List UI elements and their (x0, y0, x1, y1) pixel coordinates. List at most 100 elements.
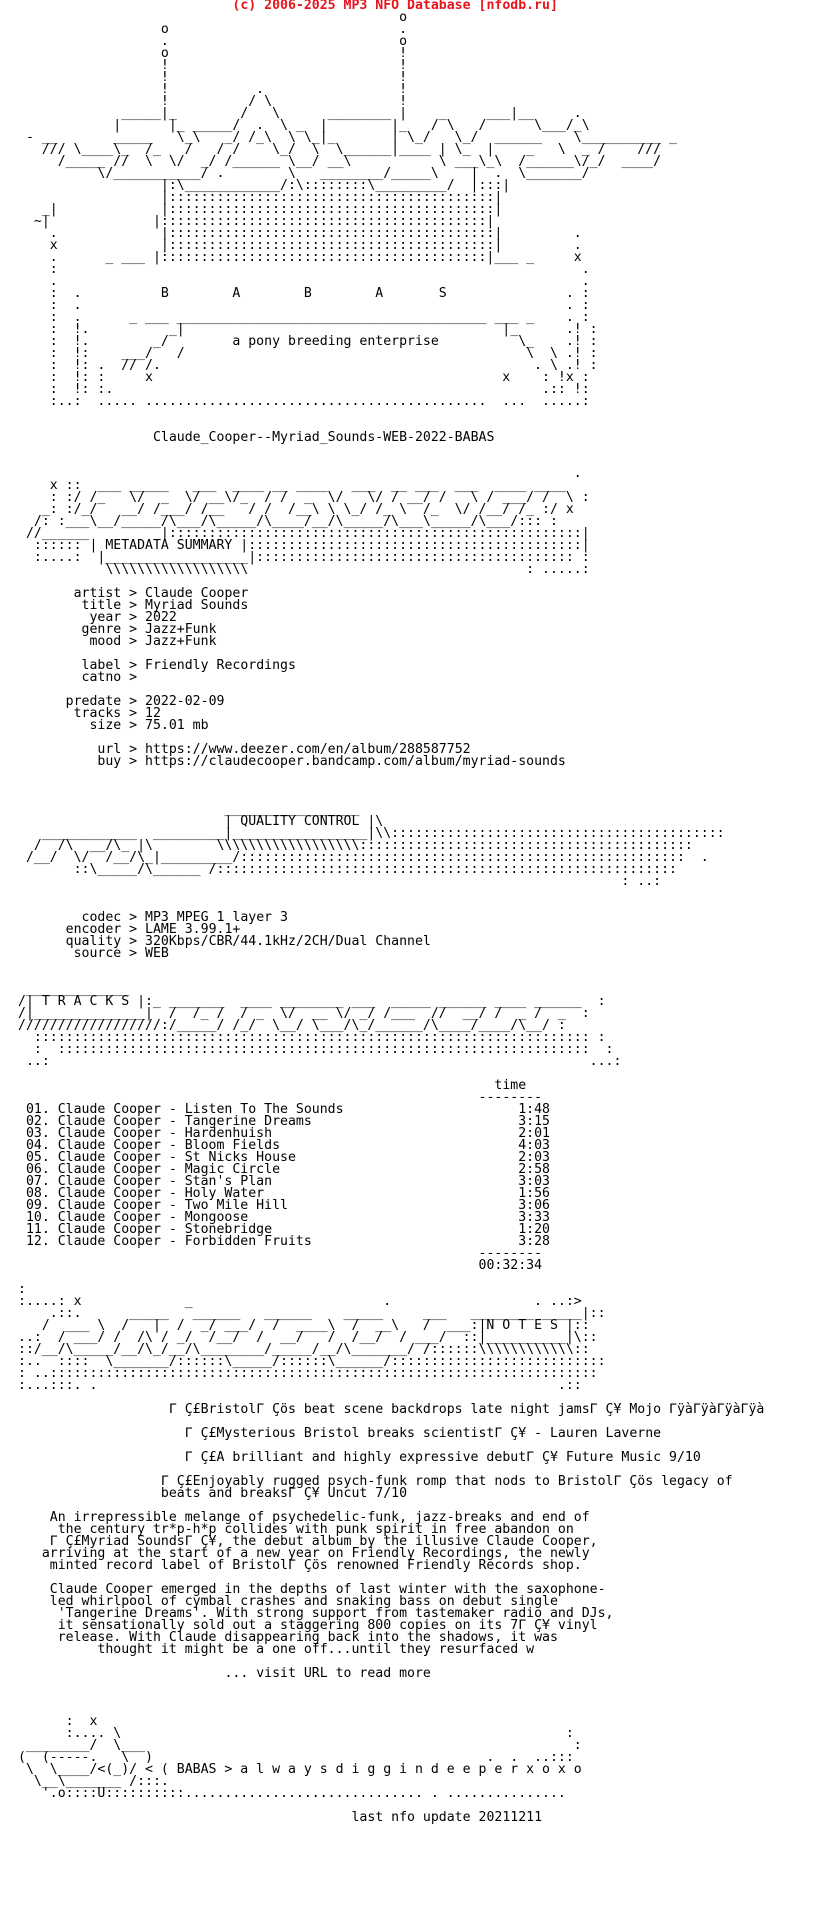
tracklist: 01. Claude Cooper - Listen To The Sounds… (18, 1102, 764, 1249)
track-row: 11. Claude Cooper - Stonebridge 1:20 (18, 1222, 764, 1237)
field-value: Friendly Recordings (145, 658, 296, 673)
field-label: genre (18, 622, 122, 637)
notes-quote-3: Γ Ç£A brilliant and highly expressive de… (184, 1450, 701, 1465)
notes-quote-4: Γ Ç£Enjoyably rugged psych-funk romp tha… (160, 1474, 733, 1501)
track-row: 12. Claude Cooper - Forbidden Fruits 3:2… (18, 1234, 764, 1249)
field-value: Myriad Sounds (145, 598, 249, 613)
field-predate: predate > 2022-02-09 (18, 694, 225, 709)
track-time: 1:56 (518, 1186, 550, 1201)
metadata-summary-header: . x :: ___ _____ ___ ____ __ ____ ___ __… (25, 466, 590, 577)
field-label: size (18, 718, 122, 733)
field-size: size > 75.01 mb (18, 718, 209, 733)
track-time: 2:58 (518, 1162, 550, 1177)
track-time: 2:01 (518, 1126, 550, 1141)
track-row: 05. Claude Cooper - St Nicks House 2:03 (18, 1150, 764, 1165)
field-title: title > Myriad Sounds (18, 598, 249, 613)
track-time: 3:06 (518, 1198, 550, 1213)
nfodb-credit: (c) 2006-2025 MP3 NFO Database [nfodb.ru… (232, 0, 558, 13)
field-buy[interactable]: buy > https://claudecooper.bandcamp.com/… (18, 754, 566, 769)
track-time: 3:28 (518, 1234, 550, 1249)
field-artist: artist > Claude Cooper (18, 586, 249, 601)
track-row: 07. Claude Cooper - Stan's Plan 3:03 (18, 1174, 764, 1189)
field-url[interactable]: url > https://www.deezer.com/en/album/28… (18, 742, 471, 757)
field-label: label > Friendly Recordings (18, 658, 296, 673)
field-value: Jazz+Funk (145, 634, 217, 649)
track-title: 05. Claude Cooper - St Nicks House (18, 1150, 519, 1165)
track-time: 4:03 (518, 1138, 550, 1153)
field-label: year (18, 610, 122, 625)
track-row: 10. Claude Cooper - Mongoose 3:33 (18, 1210, 764, 1225)
field-genre: genre > Jazz+Funk (18, 622, 217, 637)
field-value: MP3 MPEG 1 layer 3 (145, 910, 288, 925)
field-value: Jazz+Funk (145, 622, 217, 637)
track-title: 11. Claude Cooper - Stonebridge (18, 1222, 519, 1237)
notes-quote-1: Γ Ç£BristolΓ Çös beat scene backdrops la… (168, 1402, 765, 1417)
footer-ascii-art: : x :.... \ : ________/ \___ : ( (-----.… (18, 1714, 582, 1801)
field-label: buy (18, 754, 122, 769)
track-title: 02. Claude Cooper - Tangerine Dreams (18, 1114, 519, 1129)
field-value: 2022-02-09 (145, 694, 225, 709)
notes-header: : :....: x _ . . ..:> .::. _____ ______ … (18, 1282, 606, 1393)
field-year: year > 2022 (18, 610, 177, 625)
track-time: 3:33 (518, 1210, 550, 1225)
field-value: 75.01 mb (145, 718, 209, 733)
field-label: tracks (18, 706, 122, 721)
field-label: label (18, 658, 122, 673)
track-title: 12. Claude Cooper - Forbidden Fruits (18, 1234, 519, 1249)
field-quality: quality > 320Kbps/CBR/44.1kHz/2CH/Dual C… (18, 934, 431, 949)
track-time: 1:20 (518, 1222, 550, 1237)
field-codec: codec > MP3 MPEG 1 layer 3 (18, 910, 288, 925)
field-label: quality (18, 934, 122, 949)
field-value: https://www.deezer.com/en/album/28858775… (145, 742, 471, 757)
field-label: source (18, 946, 122, 961)
field-encoder: encoder > LAME 3.99.1+ (18, 922, 241, 937)
field-label: title (18, 598, 122, 613)
track-title: 06. Claude Cooper - Magic Circle (18, 1162, 519, 1177)
field-value: Claude Cooper (145, 586, 249, 601)
tracks-header: _____________ /| T R A C K S |:_ _______… (18, 982, 622, 1069)
tracklist-total-time: 00:32:34 (478, 1258, 543, 1273)
field-catno: catno > (18, 670, 146, 685)
track-time: 3:15 (518, 1114, 550, 1129)
babas-ascii-logo: o o . . o o ! ! (25, 10, 677, 409)
track-time: 1:48 (518, 1102, 550, 1117)
notes-paragraph-2: Claude Cooper emerged in the depths of l… (49, 1582, 614, 1657)
field-label: predate (18, 694, 122, 709)
nfo-document: (c) 2006-2025 MP3 NFO Database [nfodb.ru… (18, 0, 764, 1824)
track-row: 06. Claude Cooper - Magic Circle 2:58 (18, 1162, 764, 1177)
tracklist-rule-top: -------- (478, 1090, 543, 1105)
track-title: 09. Claude Cooper - Two Mile Hill (18, 1198, 519, 1213)
field-label: url (18, 742, 122, 757)
field-label: mood (18, 634, 122, 649)
read-more-text: ... visit URL to read more (224, 1666, 431, 1681)
field-mood: mood > Jazz+Funk (18, 634, 217, 649)
quality-list: codec > MP3 MPEG 1 layer 3 encoder > LAM… (18, 910, 764, 961)
release-name: Claude_Cooper--Myriad_Sounds-WEB-2022-BA… (152, 430, 495, 445)
field-label: encoder (18, 922, 122, 937)
track-time: 3:03 (518, 1174, 550, 1189)
notes-quote-2: Γ Ç£Mysterious Bristol breaks scientistΓ… (184, 1426, 662, 1441)
track-title: 04. Claude Cooper - Bloom Fields (18, 1138, 519, 1153)
field-label: artist (18, 586, 122, 601)
field-tracks: tracks > 12 (18, 706, 161, 721)
metadata-list: artist > Claude Cooper title > Myriad So… (18, 586, 764, 769)
field-value: WEB (145, 946, 169, 961)
field-label: catno (18, 670, 122, 685)
last-update: last nfo update 20211211 (351, 1810, 543, 1825)
tracklist-time-header: time (494, 1078, 527, 1093)
track-row: 09. Claude Cooper - Two Mile Hill 3:06 (18, 1198, 764, 1213)
track-row: 04. Claude Cooper - Bloom Fields 4:03 (18, 1138, 764, 1153)
field-value: LAME 3.99.1+ (145, 922, 241, 937)
field-value: 12 (145, 706, 161, 721)
track-row: 03. Claude Cooper - Hardenhuish 2:01 (18, 1126, 764, 1141)
track-title: 07. Claude Cooper - Stan's Plan (18, 1174, 519, 1189)
field-source: source > WEB (18, 946, 169, 961)
field-label: codec (18, 910, 122, 925)
notes-paragraph-1: An irrepressible melange of psychedelic-… (41, 1510, 598, 1573)
track-time: 2:03 (518, 1150, 550, 1165)
track-title: 01. Claude Cooper - Listen To The Sounds (18, 1102, 519, 1117)
track-row: 08. Claude Cooper - Holy Water 1:56 (18, 1186, 764, 1201)
track-title: 10. Claude Cooper - Mongoose (18, 1210, 519, 1225)
field-value: https://claudecooper.bandcamp.com/album/… (145, 754, 566, 769)
track-row: 02. Claude Cooper - Tangerine Dreams 3:1… (18, 1114, 764, 1129)
